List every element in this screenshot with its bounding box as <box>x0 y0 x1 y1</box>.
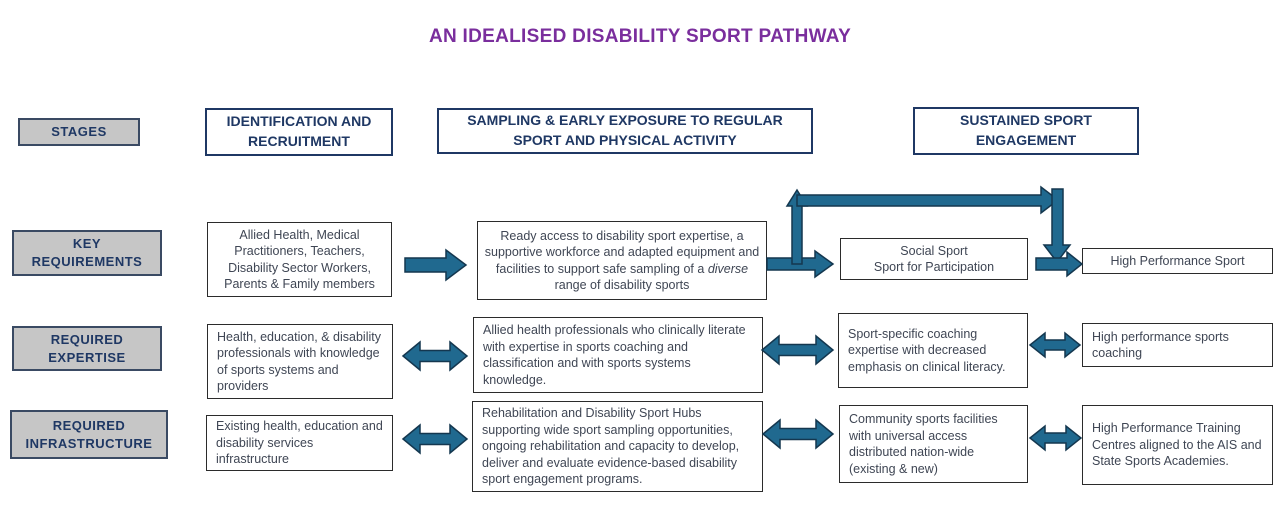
box-expertise-sampling: Allied health professionals who clinical… <box>473 317 763 393</box>
box-keyreq-sampling: Ready access to disability sport experti… <box>477 221 767 300</box>
box-infra-sustained-high-performance: High Performance Training Centres aligne… <box>1082 405 1273 485</box>
arrow-social-to-high-performance <box>1035 250 1084 278</box>
arrow-loop-down <box>1042 188 1072 264</box>
box-expertise-sustained-high-performance: High performance sports coaching <box>1082 323 1273 367</box>
arrow-infra-col2-col3-bidirectional <box>761 418 835 450</box>
page-title: AN IDEALISED DISABILITY SPORT PATHWAY <box>428 26 852 47</box>
stage-header-identification: IDENTIFICATION AND RECRUITMENT <box>205 108 393 156</box>
box-expertise-sustained-social: Sport-specific coaching expertise with d… <box>838 313 1028 388</box>
box-infra-sustained-social: Community sports facilities with univers… <box>839 405 1028 483</box>
arrow-expertise-col2-col3-bidirectional <box>760 334 835 366</box>
row-label-key-requirements: KEY REQUIREMENTS <box>12 230 162 276</box>
box-keyreq-social-sport: Social Sport Sport for Participation <box>840 238 1028 280</box>
stage-header-sampling: SAMPLING & EARLY EXPOSURE TO REGULAR SPO… <box>437 108 813 154</box>
arrow-identification-to-sampling <box>404 248 468 282</box>
arrow-loop-up <box>785 188 809 265</box>
arrow-sampling-to-social-sport <box>766 249 835 279</box>
box-expertise-identification: Health, education, & disability professi… <box>207 324 393 399</box>
row-label-stages: STAGES <box>18 118 140 146</box>
arrow-loop-top-right <box>796 185 1060 215</box>
box-keyreq-identification: Allied Health, Medical Practitioners, Te… <box>207 222 392 297</box>
keyreq-sampling-text-after: range of disability sports <box>554 278 690 292</box>
keyreq-sampling-italic-word: diverse <box>707 261 749 276</box>
arrow-expertise-col1-col2-bidirectional <box>401 340 469 372</box>
box-infra-sampling: Rehabilitation and Disability Sport Hubs… <box>472 401 763 492</box>
arrow-expertise-col3a-col3b-bidirectional <box>1028 331 1082 359</box>
row-label-required-expertise: REQUIRED EXPERTISE <box>12 326 162 371</box>
row-label-required-infrastructure: REQUIRED INFRASTRUCTURE <box>10 410 168 459</box>
arrow-infra-col3a-col3b-bidirectional <box>1028 424 1083 452</box>
arrow-infra-col1-col2-bidirectional <box>401 423 469 455</box>
stage-header-sustained: SUSTAINED SPORT ENGAGEMENT <box>913 107 1139 155</box>
keyreq-sampling-text: Ready access to disability sport experti… <box>484 228 760 276</box>
box-keyreq-high-performance: High Performance Sport <box>1082 248 1273 274</box>
box-infra-identification: Existing health, education and disabilit… <box>206 415 393 471</box>
